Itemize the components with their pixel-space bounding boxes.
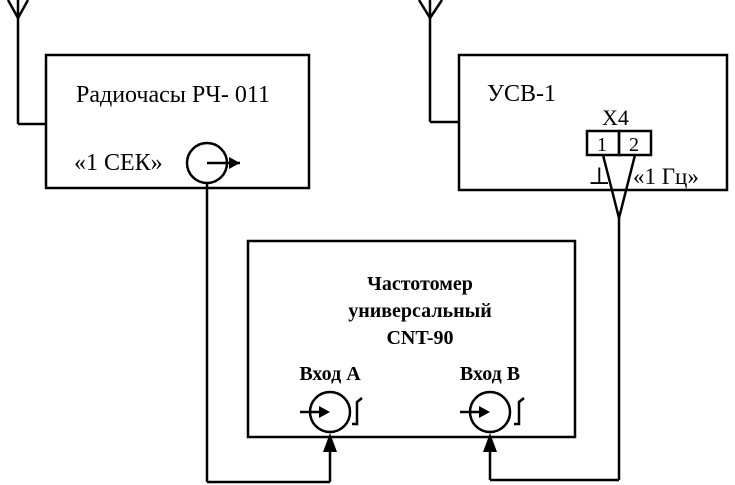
radio-clock-title: Радиочасы РЧ- 011 bbox=[76, 82, 270, 108]
counter-input-a-label: Вход А bbox=[299, 363, 361, 385]
usv-ground-symbol: ⊥ bbox=[588, 164, 611, 190]
input-b-arrowhead bbox=[479, 406, 490, 418]
usv-pin2-label: 2 bbox=[629, 134, 639, 156]
input-a-arrowhead bbox=[319, 406, 330, 418]
counter-title-line2: универсальный bbox=[348, 300, 492, 322]
usv-pin1-label: 1 bbox=[597, 134, 607, 156]
wire-clock-to-input-a bbox=[205, 183, 332, 484]
counter-title-line3: CNT-90 bbox=[386, 327, 453, 349]
usv-connector-name: X4 bbox=[602, 105, 629, 130]
wire-a-arrowhead bbox=[323, 433, 337, 452]
antenna-2-icon bbox=[417, 0, 459, 124]
counter-input-b-label: Вход В bbox=[460, 363, 520, 385]
usv-title: УСВ-1 bbox=[487, 81, 556, 107]
radio-clock-box bbox=[44, 53, 311, 190]
input-b-connector-icon bbox=[460, 390, 525, 434]
radio-clock-output-label: «1 СЕК» bbox=[74, 150, 163, 176]
counter-box bbox=[246, 239, 577, 439]
input-a-connector-icon bbox=[300, 390, 363, 434]
usv-output-label: «1 Гц» bbox=[633, 164, 699, 189]
antenna-1-icon bbox=[6, 0, 46, 126]
wire-usv-to-input-b bbox=[488, 154, 637, 482]
radio-clock-output-arrowhead bbox=[229, 157, 240, 169]
counter-title-line1: Частотомер bbox=[367, 273, 473, 295]
usv-box bbox=[457, 53, 729, 192]
wire-b-arrowhead bbox=[483, 433, 497, 452]
